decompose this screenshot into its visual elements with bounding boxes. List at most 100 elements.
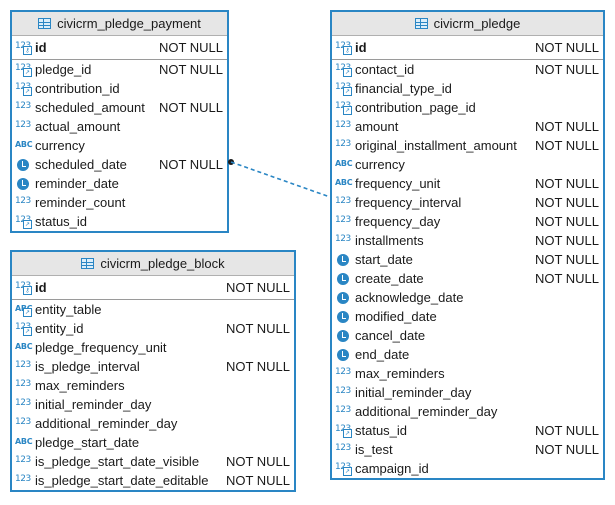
column-name: max_reminders bbox=[355, 366, 445, 381]
table-civicrm-pledge-block[interactable]: civicrm_pledge_block id NOT NULL entity_ta… bbox=[10, 250, 296, 492]
not-null-label: NOT NULL bbox=[534, 62, 599, 77]
column-row[interactable]: cancel_date bbox=[332, 326, 603, 345]
text-type-icon bbox=[15, 139, 33, 153]
column-row[interactable]: id NOT NULL bbox=[12, 276, 294, 300]
numeric-type-icon bbox=[335, 367, 353, 381]
column-name: contact_id bbox=[355, 62, 415, 77]
column-row[interactable]: currency bbox=[12, 136, 227, 155]
table-header[interactable]: civicrm_pledge_block bbox=[12, 252, 294, 276]
column-row[interactable]: max_reminders bbox=[332, 364, 603, 383]
numeric-type-icon bbox=[15, 101, 33, 115]
numeric-type-icon bbox=[15, 474, 33, 488]
column-row[interactable]: max_reminders bbox=[12, 376, 294, 395]
not-null-label: NOT NULL bbox=[534, 423, 599, 438]
not-null-label: NOT NULL bbox=[534, 442, 599, 457]
column-row[interactable]: modified_date bbox=[332, 307, 603, 326]
not-null-label: NOT NULL bbox=[158, 62, 223, 77]
column-row[interactable]: currency bbox=[332, 155, 603, 174]
table-header[interactable]: civicrm_pledge bbox=[332, 12, 603, 36]
column-row[interactable]: reminder_date bbox=[12, 174, 227, 193]
numeric-type-icon bbox=[15, 379, 33, 393]
numeric-type-icon bbox=[15, 196, 33, 210]
column-name: actual_amount bbox=[35, 119, 121, 134]
not-null-label: NOT NULL bbox=[534, 176, 599, 191]
column-row[interactable]: contribution_id bbox=[12, 79, 227, 98]
column-name: status_id bbox=[35, 214, 88, 229]
foreign-key-icon bbox=[15, 303, 33, 317]
numeric-type-icon bbox=[335, 196, 353, 210]
column-row[interactable]: campaign_id bbox=[332, 459, 603, 478]
column-row[interactable]: actual_amount bbox=[12, 117, 227, 136]
column-row[interactable]: end_date bbox=[332, 345, 603, 364]
column-name: initial_reminder_day bbox=[35, 397, 152, 412]
column-name: reminder_count bbox=[35, 195, 126, 210]
column-row[interactable]: reminder_count bbox=[12, 193, 227, 212]
column-name: entity_id bbox=[35, 321, 84, 336]
column-row[interactable]: initial_reminder_day bbox=[12, 395, 294, 414]
datetime-type-icon bbox=[335, 253, 353, 267]
table-header[interactable]: civicrm_pledge_payment bbox=[12, 12, 227, 36]
numeric-type-icon bbox=[335, 234, 353, 248]
primary-key-icon bbox=[335, 41, 353, 55]
foreign-key-icon bbox=[15, 63, 33, 77]
not-null-label: NOT NULL bbox=[225, 280, 290, 295]
primary-key-icon bbox=[15, 281, 33, 295]
column-row[interactable]: entity_table bbox=[12, 300, 294, 319]
datetime-type-icon bbox=[335, 272, 353, 286]
column-row[interactable]: initial_reminder_day bbox=[332, 383, 603, 402]
numeric-type-icon bbox=[15, 120, 33, 134]
column-name: contribution_page_id bbox=[355, 100, 476, 115]
relationship-line[interactable] bbox=[230, 161, 331, 198]
column-name: currency bbox=[35, 138, 85, 153]
column-row[interactable]: status_id bbox=[12, 212, 227, 231]
datetime-type-icon bbox=[335, 291, 353, 305]
column-name: is_pledge_start_date_visible bbox=[35, 454, 200, 469]
table-icon bbox=[81, 258, 95, 269]
text-type-icon bbox=[335, 158, 353, 172]
column-name: id bbox=[35, 280, 47, 295]
column-row[interactable]: additional_reminder_day bbox=[12, 414, 294, 433]
text-type-icon bbox=[335, 177, 353, 191]
text-type-icon bbox=[15, 436, 33, 450]
column-row[interactable]: pledge_frequency_unit bbox=[12, 338, 294, 357]
column-name: end_date bbox=[355, 347, 410, 362]
foreign-key-icon bbox=[15, 322, 33, 336]
column-name: create_date bbox=[355, 271, 424, 286]
column-name: contribution_id bbox=[35, 81, 120, 96]
column-row[interactable]: contribution_page_id bbox=[332, 98, 603, 117]
column-row[interactable]: acknowledge_date bbox=[332, 288, 603, 307]
column-name: currency bbox=[355, 157, 405, 172]
numeric-type-icon bbox=[335, 120, 353, 134]
column-name: max_reminders bbox=[35, 378, 125, 393]
column-row[interactable]: additional_reminder_day bbox=[332, 402, 603, 421]
not-null-label: NOT NULL bbox=[534, 40, 599, 55]
datetime-type-icon bbox=[335, 348, 353, 362]
not-null-label: NOT NULL bbox=[534, 252, 599, 267]
foreign-key-icon bbox=[335, 424, 353, 438]
column-row[interactable]: contact_id NOT NULL bbox=[332, 60, 603, 79]
column-row[interactable]: pledge_start_date bbox=[12, 433, 294, 452]
column-row[interactable]: financial_type_id bbox=[332, 79, 603, 98]
